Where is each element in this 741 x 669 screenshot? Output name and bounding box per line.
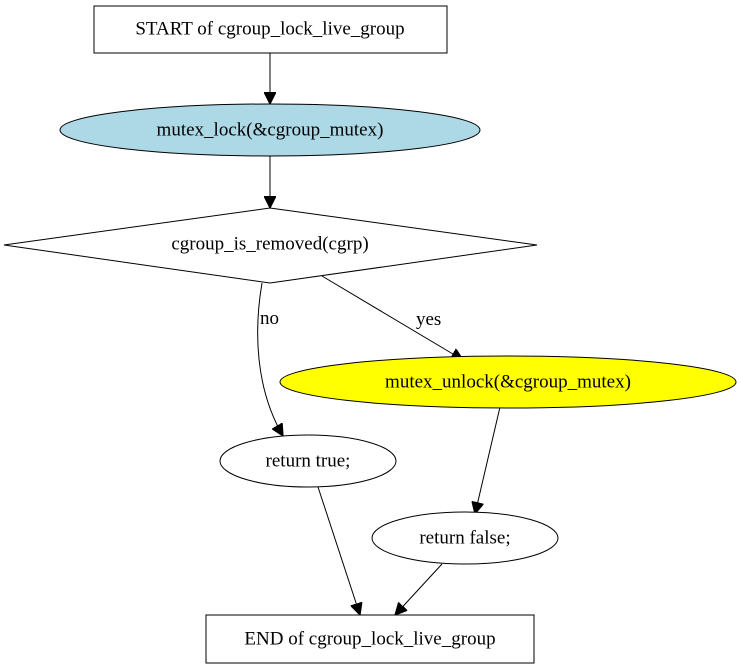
svg-text:return true;: return true;	[266, 450, 351, 471]
svg-text:return false;: return false;	[419, 527, 510, 548]
svg-text:END of cgroup_lock_live_group: END of cgroup_lock_live_group	[244, 628, 495, 649]
edge-label-no: no	[260, 308, 279, 329]
svg-text:START of cgroup_lock_live_grou: START of cgroup_lock_live_group	[135, 18, 404, 39]
edge-return-true-to-end	[317, 486, 360, 615]
edge-mutex-unlock-to-return-false	[475, 406, 501, 514]
node-mutex-unlock: mutex_unlock(&cgroup_mutex)	[279, 355, 737, 409]
node-return-true: return true;	[219, 434, 397, 488]
node-is-removed: cgroup_is_removed(cgrp)	[3, 207, 538, 284]
edge-label-yes: yes	[416, 309, 441, 330]
edge-is-removed-to-mutex-unlock	[321, 275, 463, 360]
edge-is-removed-to-return-true	[257, 282, 283, 436]
svg-text:mutex_unlock(&cgroup_mutex): mutex_unlock(&cgroup_mutex)	[385, 371, 631, 392]
svg-text:cgroup_is_removed(cgrp): cgroup_is_removed(cgrp)	[171, 233, 368, 254]
svg-text:mutex_lock(&cgroup_mutex): mutex_lock(&cgroup_mutex)	[157, 119, 384, 140]
node-start: START of cgroup_lock_live_group	[93, 5, 448, 54]
node-return-false: return false;	[371, 511, 559, 565]
node-mutex-lock: mutex_lock(&cgroup_mutex)	[59, 103, 481, 157]
node-end: END of cgroup_lock_live_group	[205, 614, 535, 664]
edge-return-false-to-end	[395, 563, 443, 615]
